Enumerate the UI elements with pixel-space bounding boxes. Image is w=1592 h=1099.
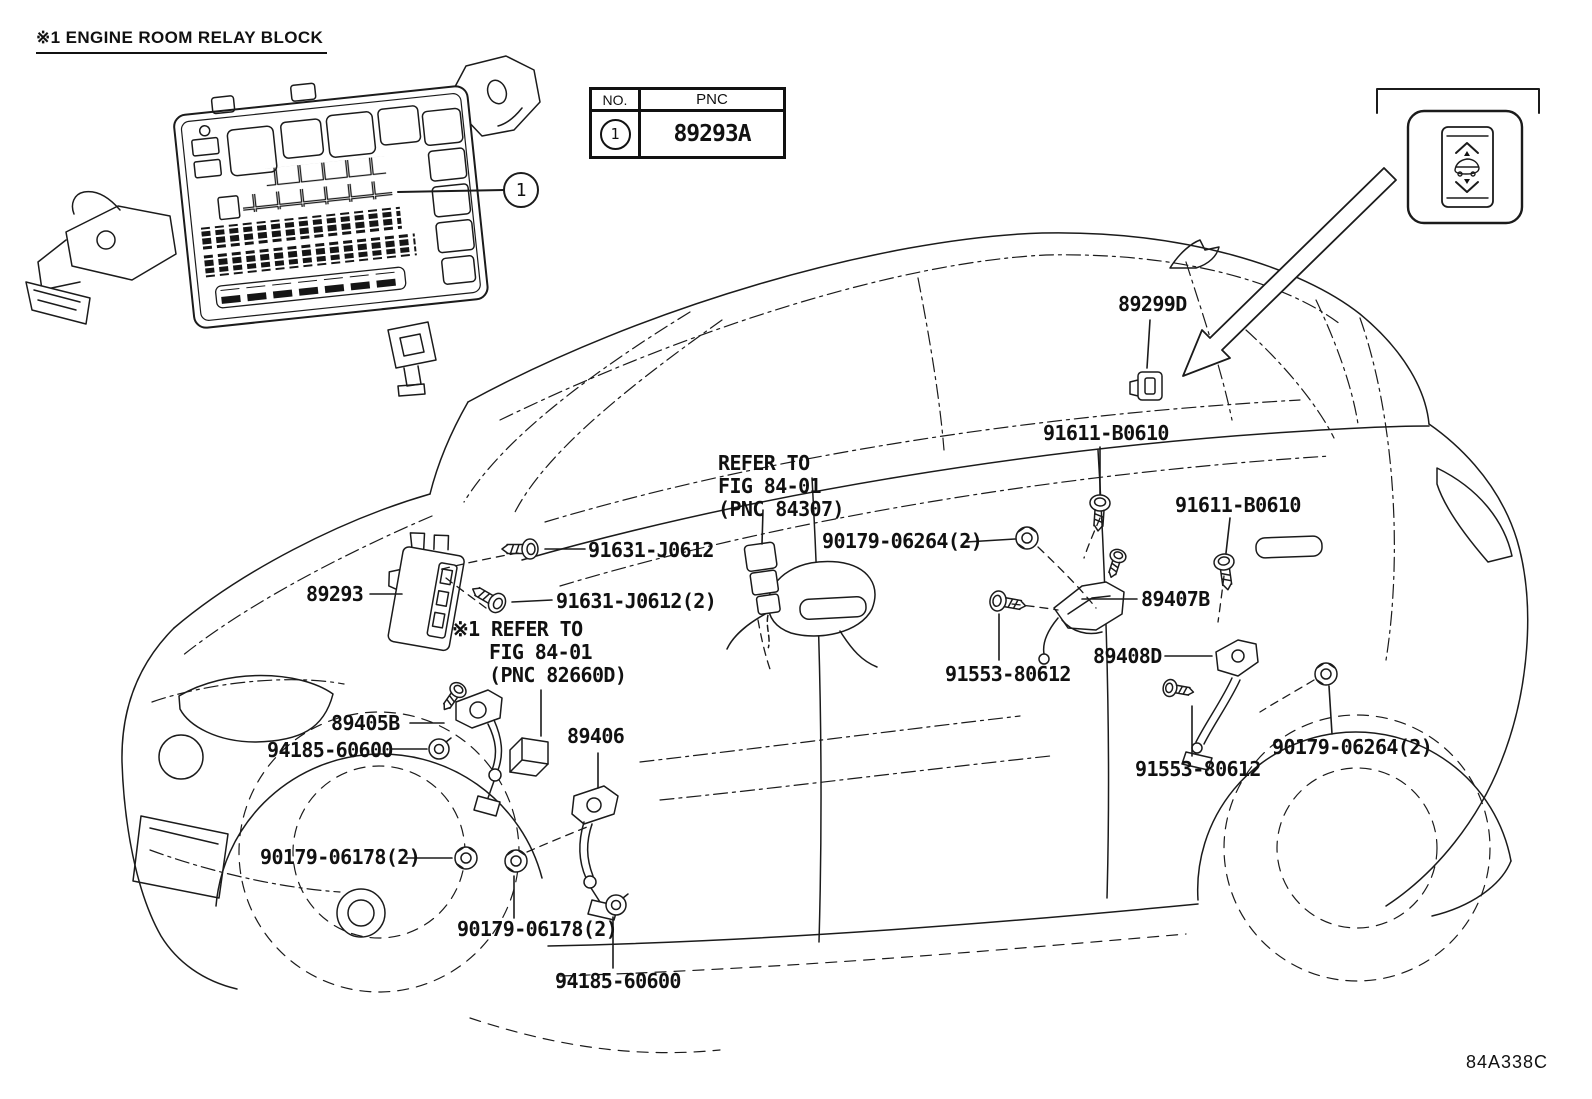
callout-arrow [1183,168,1396,376]
diagram-code: 84A338C [1466,1052,1549,1072]
screw-91611-upper-icon [1087,493,1112,533]
part-connector-84307 [744,542,788,649]
part-clip-89299d [1130,372,1162,400]
refer-note-relay-line2: FIG 84-01 [489,640,593,664]
part-label-90179-06264-mid: 90179-06264(2) [822,529,983,553]
part-sensor-89407b [1039,546,1129,664]
part-label-91631-2: 91631-J0612(2) [556,589,717,613]
circled-number-icon: 1 [599,118,631,150]
pnc-table-header-no: NO. [589,87,641,112]
pnc-table: NO. PNC 1 89293A [589,87,786,159]
relay-callout-number: 1 [516,180,527,201]
part-label-90179-06178-1: 90179-06178(2) [260,845,421,869]
window-switch-icon [1377,89,1539,223]
refer-note-relay-line1: ※1 REFER TO [452,617,583,641]
nut-90179-06264-mid-icon [1015,526,1039,550]
screw-91631-2-icon [467,579,510,617]
leader-lines [370,320,1332,968]
part-label-91631: 91631-J0612 [588,538,714,562]
part-label-89408d: 89408D [1093,644,1162,668]
part-label-90179-06178-2: 90179-06178(2) [457,917,618,941]
page-title: ※1 ENGINE ROOM RELAY BLOCK [36,28,328,54]
part-label-91611-lower: 91611-B0610 [1175,493,1301,517]
nut-90179-06178-1-icon [454,846,478,870]
screw-91631-icon [501,538,539,560]
refer-note-mirror-line1: REFER TO [718,451,810,475]
part-label-89406: 89406 [567,724,625,748]
car-glyph-icon [1455,151,1479,184]
relay-block-illustration [26,56,540,396]
screw-91553-mid-icon [987,589,1029,617]
part-label-89405b: 89405B [331,711,400,735]
car-wheels [239,712,1490,1053]
refer-note-mirror-line2: FIG 84-01 [718,474,822,498]
part-sensor-89405b [436,678,502,816]
part-label-89293: 89293 [306,582,364,606]
refer-note-relay-line3: (PNC 82660D) [489,663,627,687]
part-label-91553-mid: 91553-80612 [945,662,1071,686]
part-label-91553-right: 91553-80612 [1135,757,1261,781]
refer-note-mirror: REFER TO FIG 84-01 (PNC 84307) [718,452,844,521]
refer-note-mirror-line3: (PNC 84307) [718,497,844,521]
chevron-up-icon [1456,143,1478,153]
screw-91611-lower-icon [1212,551,1239,592]
car-outline [122,233,1528,989]
part-sensor-89408d [1161,640,1258,770]
grommet-94185-lower-icon [605,893,629,916]
part-label-94185-front: 94185-60600 [267,738,393,762]
nut-90179-06178-2-icon [504,849,528,873]
chevron-down-icon [1456,182,1478,192]
leader-dashes [438,518,1314,852]
part-label-89407b: 89407B [1141,587,1210,611]
switch-bracket [1377,89,1539,113]
part-relay-82660d [510,738,548,776]
pnc-table-row-pnc: 89293A [638,109,786,159]
pnc-table-row-no: 1 [589,109,641,159]
refer-note-relay: ※1 REFER TO FIG 84-01 (PNC 82660D) [452,617,627,687]
part-label-94185-lower: 94185-60600 [555,969,681,993]
part-label-91611-upper: 91611-B0610 [1043,421,1169,445]
nut-90179-06264-right-icon [1314,662,1338,686]
grommet-94185-front-icon [428,737,452,760]
part-label-89299d: 89299D [1118,292,1187,316]
part-label-90179-06264-right: 90179-06264(2) [1272,735,1433,759]
pnc-table-header-pnc: PNC [638,87,786,112]
